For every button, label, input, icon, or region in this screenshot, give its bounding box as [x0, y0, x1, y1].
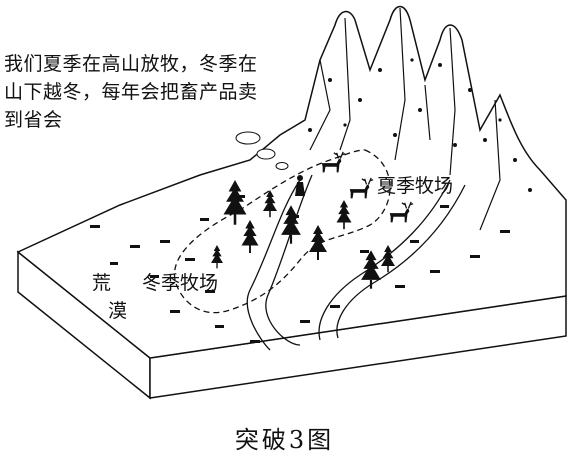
summer-pasture-label: 夏季牧场: [377, 175, 454, 197]
desert-label-2: 漠: [108, 300, 128, 322]
thought-bubbles: [235, 131, 289, 170]
desert-label-1: 荒: [92, 272, 112, 294]
speech-line-3: 到省会: [4, 109, 63, 131]
speech-text: 我们夏季在高山放牧，冬季在 山下越冬，每年会把畜产品卖 到省会: [4, 50, 300, 134]
figure-caption: 突破3图: [234, 426, 335, 454]
mountain-ridges: [309, 7, 501, 231]
speech-line-2: 山下越冬，每年会把畜产品卖: [4, 81, 258, 103]
herder-figure: [295, 175, 305, 196]
terrain-top: [16, 5, 567, 359]
winter-pasture-label: 冬季牧场: [142, 272, 219, 294]
speech-line-1: 我们夏季在高山放牧，冬季在: [4, 53, 258, 75]
grazing-route: [173, 149, 391, 314]
